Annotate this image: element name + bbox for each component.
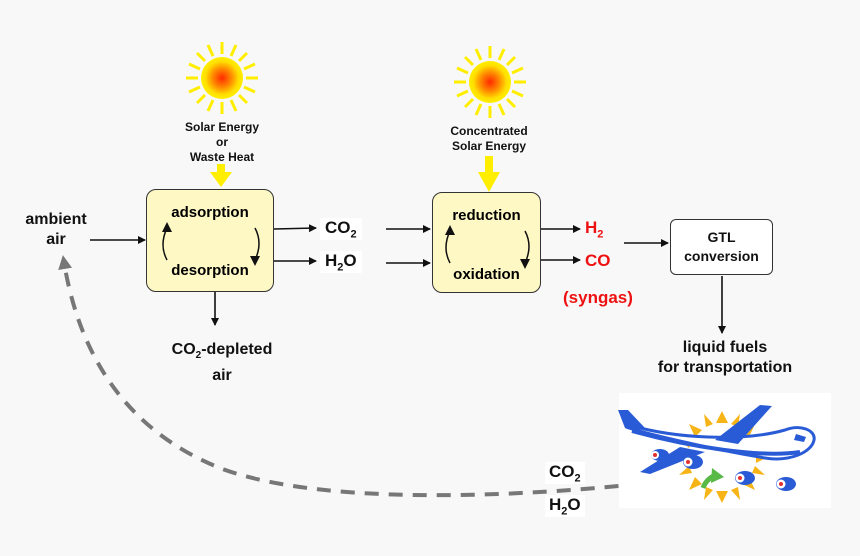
left-energy-label: Solar Energy or Waste Heat bbox=[166, 120, 278, 165]
left-energy-line2: or bbox=[216, 135, 228, 149]
co-output: CO bbox=[585, 251, 611, 270]
ambient-air-label: ambient air bbox=[20, 210, 92, 250]
right-energy-line1: Concentrated bbox=[450, 124, 528, 138]
emission-h2o-main: H bbox=[549, 495, 562, 514]
sun-icon bbox=[186, 42, 258, 114]
reactor-top-label: reduction bbox=[452, 207, 521, 224]
left-energy-line1: Solar Energy bbox=[184, 120, 260, 134]
co2-output: CO2 bbox=[320, 218, 362, 241]
right-energy-label: Concentrated Solar Energy bbox=[432, 124, 546, 154]
arrow-recycle bbox=[58, 255, 691, 498]
capture-bottom-label: desorption bbox=[171, 262, 249, 279]
arrow-co2-out bbox=[273, 224, 317, 233]
gtl-label: GTL conversion bbox=[671, 228, 772, 266]
fuels-line1: liquid fuels bbox=[682, 339, 768, 356]
gtl-line2: conversion bbox=[684, 248, 759, 264]
h2-output: H2 bbox=[585, 218, 603, 240]
emission-h2o-sub: 2 bbox=[561, 505, 568, 518]
ambient-line2: air bbox=[46, 231, 66, 248]
emission-co2-sub: 2 bbox=[574, 472, 581, 485]
cycle-arrows-icon bbox=[445, 225, 530, 269]
reactor-bottom-label: oxidation bbox=[453, 266, 520, 283]
gtl-line1: GTL bbox=[707, 229, 736, 245]
left-energy-line3: Waste Heat bbox=[189, 150, 255, 164]
h2o-output-sub: 2 bbox=[337, 261, 344, 274]
depleted-main: CO bbox=[171, 341, 196, 358]
emission-co2-main: CO bbox=[549, 462, 575, 481]
capture-unit-box: adsorption desorption bbox=[146, 189, 274, 292]
h2o-output-main: H bbox=[325, 251, 338, 270]
capture-top-label: adsorption bbox=[171, 204, 249, 221]
fuels-line2: for transportation bbox=[657, 359, 793, 376]
sun-icon bbox=[454, 46, 526, 118]
depleted-air-label: CO2-depleted air bbox=[152, 340, 292, 386]
liquid-fuels-label: liquid fuels for transportation bbox=[630, 338, 820, 378]
cycle-arrows-icon bbox=[162, 222, 260, 266]
h2o-output-tail: O bbox=[343, 251, 357, 270]
co2-output-sub: 2 bbox=[350, 228, 357, 241]
depleted-sub: 2 bbox=[195, 350, 202, 362]
gtl-box: GTL conversion bbox=[670, 219, 773, 275]
emission-h2o: H2O bbox=[545, 495, 585, 518]
emission-co2: CO2 bbox=[545, 462, 585, 485]
reactor-unit-box: reduction oxidation bbox=[432, 192, 541, 293]
right-energy-line2: Solar Energy bbox=[451, 139, 527, 153]
depleted-line2: air bbox=[212, 367, 232, 385]
emission-h2o-tail: O bbox=[567, 495, 581, 514]
h2-main: H bbox=[585, 218, 598, 237]
h2-sub: 2 bbox=[597, 228, 604, 241]
depleted-tail: -depleted bbox=[201, 341, 273, 358]
syngas-label: (syngas) bbox=[563, 288, 633, 307]
ambient-line1: ambient bbox=[25, 211, 87, 228]
energy-arrow-left bbox=[210, 164, 232, 187]
co2-output-main: CO bbox=[325, 218, 351, 237]
h2o-output: H2O bbox=[320, 251, 362, 274]
energy-arrow-right bbox=[478, 156, 500, 192]
airplane-icon bbox=[618, 405, 816, 503]
